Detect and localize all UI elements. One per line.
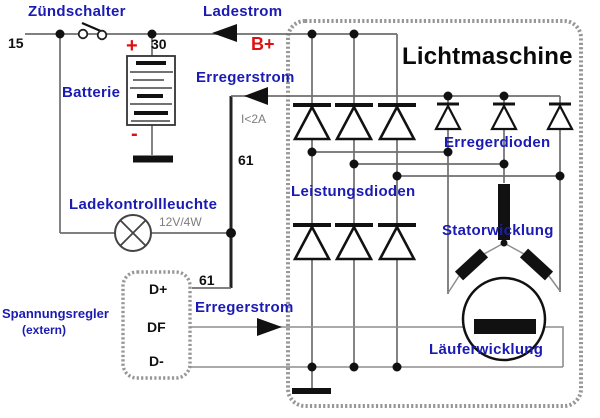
stator-winding-symbol — [447, 184, 561, 294]
charge-lamp-label: Ladekontrollleuchte — [69, 196, 217, 213]
battery-symbol — [126, 55, 176, 126]
junction-dots — [55, 29, 565, 372]
charge-lamp-symbol — [114, 214, 152, 252]
voltage-regulator-label: Spannungsregler — [2, 306, 109, 321]
excitation-rail — [231, 95, 561, 104]
current-limit-label: I<2A — [241, 112, 266, 126]
diode-icon — [377, 104, 417, 141]
diode-icon — [292, 224, 332, 261]
stator-winding-label: Statorwicklung — [442, 222, 554, 239]
diode-icon — [377, 224, 417, 261]
diode-icon — [490, 103, 518, 131]
excitation-current-out-label: Erregerstrom — [196, 69, 295, 86]
lamp-loop-wire — [59, 34, 231, 234]
charging-current-arrow-icon — [212, 24, 237, 42]
excitation-current-in-arrow-icon — [257, 318, 282, 336]
ignition-switch-label: Zündschalter — [28, 3, 126, 20]
external-label: (extern) — [22, 323, 66, 337]
terminal-d-plus-label: D+ — [149, 281, 167, 297]
power-diodes-label: Leistungsdioden — [291, 183, 416, 200]
rotor-winding-symbol — [461, 276, 547, 362]
terminal-d-minus-label: D- — [149, 353, 164, 369]
upper-diode-columns — [311, 34, 398, 104]
terminal-df-label: DF — [147, 319, 166, 335]
terminal-61-lower-label: 61 — [199, 272, 215, 288]
battery-plus-label: + — [126, 35, 138, 57]
power-diodes-upper — [292, 103, 417, 141]
rotor-return-wire — [544, 326, 564, 367]
diode-icon — [292, 104, 332, 141]
battery-label: Batterie — [62, 84, 120, 101]
voltage-regulator-box — [121, 270, 192, 380]
phase-rails — [312, 151, 560, 177]
diode-icon — [546, 103, 574, 131]
charging-current-label: Ladestrom — [203, 3, 282, 20]
b-plus-label: B+ — [251, 34, 275, 54]
rotor-winding-label: Läuferwicklung — [429, 341, 543, 358]
diode-icon — [334, 224, 374, 261]
alternator-box — [286, 19, 583, 408]
lamp-rating-label: 12V/4W — [159, 215, 202, 229]
power-diodes-lower — [292, 223, 417, 261]
battery-minus-label: - — [131, 123, 138, 145]
excitation-diodes-label: Erregerdioden — [444, 134, 550, 151]
diode-icon — [334, 104, 374, 141]
ignition-switch-symbol — [77, 21, 108, 41]
terminal-15-label: 15 — [8, 35, 24, 51]
terminal-61-upper-label: 61 — [238, 152, 254, 168]
diode-icon — [434, 103, 462, 131]
terminal-30-label: 30 — [151, 36, 167, 52]
alternator-title: Lichtmaschine — [402, 43, 573, 70]
excitation-current-in-label: Erregerstrom — [195, 299, 294, 316]
excitation-diodes-symbols — [434, 102, 574, 131]
lower-diode-columns — [311, 259, 398, 367]
excitation-current-out-arrow-icon — [244, 87, 268, 105]
